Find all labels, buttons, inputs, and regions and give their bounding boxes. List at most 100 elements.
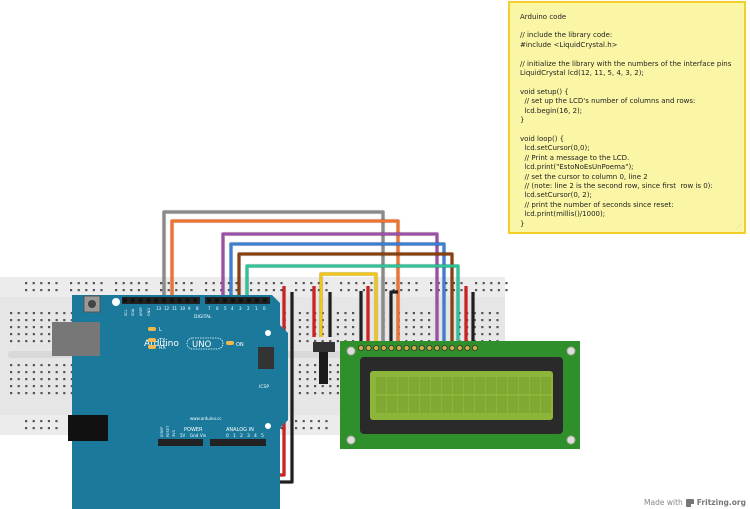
header-pin[interactable]	[138, 298, 143, 303]
breadboard-hole[interactable]	[412, 319, 415, 322]
breadboard-hole[interactable]	[10, 378, 13, 381]
breadboard-hole[interactable]	[235, 289, 238, 292]
breadboard-hole[interactable]	[40, 312, 43, 315]
breadboard-hole[interactable]	[48, 319, 51, 322]
breadboard-hole[interactable]	[482, 282, 485, 285]
breadboard-hole[interactable]	[10, 312, 13, 315]
breadboard-hole[interactable]	[70, 364, 73, 367]
breadboard-hole[interactable]	[405, 319, 408, 322]
potentiometer-knob[interactable]	[319, 352, 328, 384]
breadboard-hole[interactable]	[298, 312, 301, 315]
breadboard-hole[interactable]	[314, 371, 317, 374]
breadboard-hole[interactable]	[306, 333, 309, 336]
breadboard-hole[interactable]	[250, 282, 253, 285]
lcd-pin[interactable]	[373, 344, 380, 351]
breadboard-hole[interactable]	[407, 282, 410, 285]
breadboard-hole[interactable]	[306, 312, 309, 315]
lcd-pin[interactable]	[395, 344, 402, 351]
breadboard-hole[interactable]	[32, 289, 35, 292]
breadboard-hole[interactable]	[310, 282, 313, 285]
breadboard-hole[interactable]	[92, 282, 95, 285]
breadboard-hole[interactable]	[40, 289, 43, 292]
breadboard-hole[interactable]	[17, 385, 20, 388]
breadboard-hole[interactable]	[47, 427, 50, 430]
resize-grip-icon[interactable]: ⋰	[736, 223, 742, 230]
breadboard-hole[interactable]	[325, 282, 328, 285]
breadboard-hole[interactable]	[352, 326, 355, 329]
breadboard-hole[interactable]	[336, 340, 339, 343]
breadboard-hole[interactable]	[17, 392, 20, 395]
breadboard-hole[interactable]	[32, 385, 35, 388]
lcd-pin[interactable]	[433, 344, 440, 351]
breadboard-hole[interactable]	[32, 378, 35, 381]
lcd-pin[interactable]	[403, 344, 410, 351]
breadboard-hole[interactable]	[490, 282, 493, 285]
header-pin[interactable]	[255, 298, 259, 303]
breadboard-hole[interactable]	[32, 420, 35, 423]
breadboard-hole[interactable]	[190, 282, 193, 285]
breadboard-hole[interactable]	[488, 333, 491, 336]
breadboard-hole[interactable]	[306, 378, 309, 381]
breadboard-hole[interactable]	[265, 282, 268, 285]
breadboard-hole[interactable]	[336, 319, 339, 322]
breadboard-hole[interactable]	[428, 333, 431, 336]
breadboard-hole[interactable]	[10, 364, 13, 367]
breadboard-hole[interactable]	[130, 289, 133, 292]
breadboard-hole[interactable]	[488, 319, 491, 322]
breadboard-hole[interactable]	[70, 319, 73, 322]
breadboard-hole[interactable]	[496, 333, 499, 336]
breadboard-hole[interactable]	[321, 319, 324, 322]
breadboard-hole[interactable]	[497, 282, 500, 285]
breadboard-hole[interactable]	[412, 312, 415, 315]
breadboard-hole[interactable]	[302, 427, 305, 430]
breadboard-hole[interactable]	[137, 282, 140, 285]
breadboard-hole[interactable]	[428, 319, 431, 322]
breadboard-hole[interactable]	[48, 392, 51, 395]
breadboard-hole[interactable]	[48, 378, 51, 381]
header-pin[interactable]	[177, 298, 182, 303]
breadboard-hole[interactable]	[496, 326, 499, 329]
breadboard-hole[interactable]	[298, 326, 301, 329]
breadboard-hole[interactable]	[405, 326, 408, 329]
breadboard-hole[interactable]	[130, 282, 133, 285]
wire-contrast-yellow[interactable]	[319, 272, 378, 347]
wire-d6-brown[interactable]	[237, 252, 454, 347]
breadboard-hole[interactable]	[347, 282, 350, 285]
breadboard-hole[interactable]	[220, 289, 223, 292]
header-pin[interactable]	[162, 298, 166, 303]
breadboard-hole[interactable]	[298, 392, 301, 395]
breadboard-hole[interactable]	[10, 392, 13, 395]
breadboard-hole[interactable]	[70, 378, 73, 381]
breadboard-hole[interactable]	[175, 282, 178, 285]
header-pin[interactable]	[169, 298, 174, 303]
lcd-pin[interactable]	[471, 344, 478, 351]
breadboard-hole[interactable]	[505, 289, 508, 292]
breadboard-hole[interactable]	[85, 289, 88, 292]
lcd-pin[interactable]	[411, 344, 418, 351]
breadboard-hole[interactable]	[385, 282, 388, 285]
breadboard-hole[interactable]	[10, 371, 13, 374]
breadboard-hole[interactable]	[325, 289, 328, 292]
breadboard-hole[interactable]	[505, 282, 508, 285]
breadboard-hole[interactable]	[352, 312, 355, 315]
breadboard-hole[interactable]	[321, 385, 324, 388]
breadboard-hole[interactable]	[329, 371, 332, 374]
breadboard-hole[interactable]	[25, 326, 28, 329]
breadboard-hole[interactable]	[481, 326, 484, 329]
breadboard-hole[interactable]	[205, 289, 208, 292]
breadboard-hole[interactable]	[17, 340, 20, 343]
breadboard-hole[interactable]	[302, 289, 305, 292]
breadboard-hole[interactable]	[25, 420, 28, 423]
breadboard-hole[interactable]	[428, 326, 431, 329]
breadboard-hole[interactable]	[212, 289, 215, 292]
reset-button-cap[interactable]	[88, 300, 96, 308]
breadboard-hole[interactable]	[400, 289, 403, 292]
lcd-pin[interactable]	[426, 344, 433, 351]
breadboard-hole[interactable]	[47, 282, 50, 285]
breadboard-hole[interactable]	[428, 312, 431, 315]
breadboard-hole[interactable]	[336, 392, 339, 395]
breadboard-hole[interactable]	[212, 282, 215, 285]
breadboard-hole[interactable]	[70, 282, 73, 285]
header-pin[interactable]	[146, 298, 151, 303]
breadboard-hole[interactable]	[40, 378, 43, 381]
